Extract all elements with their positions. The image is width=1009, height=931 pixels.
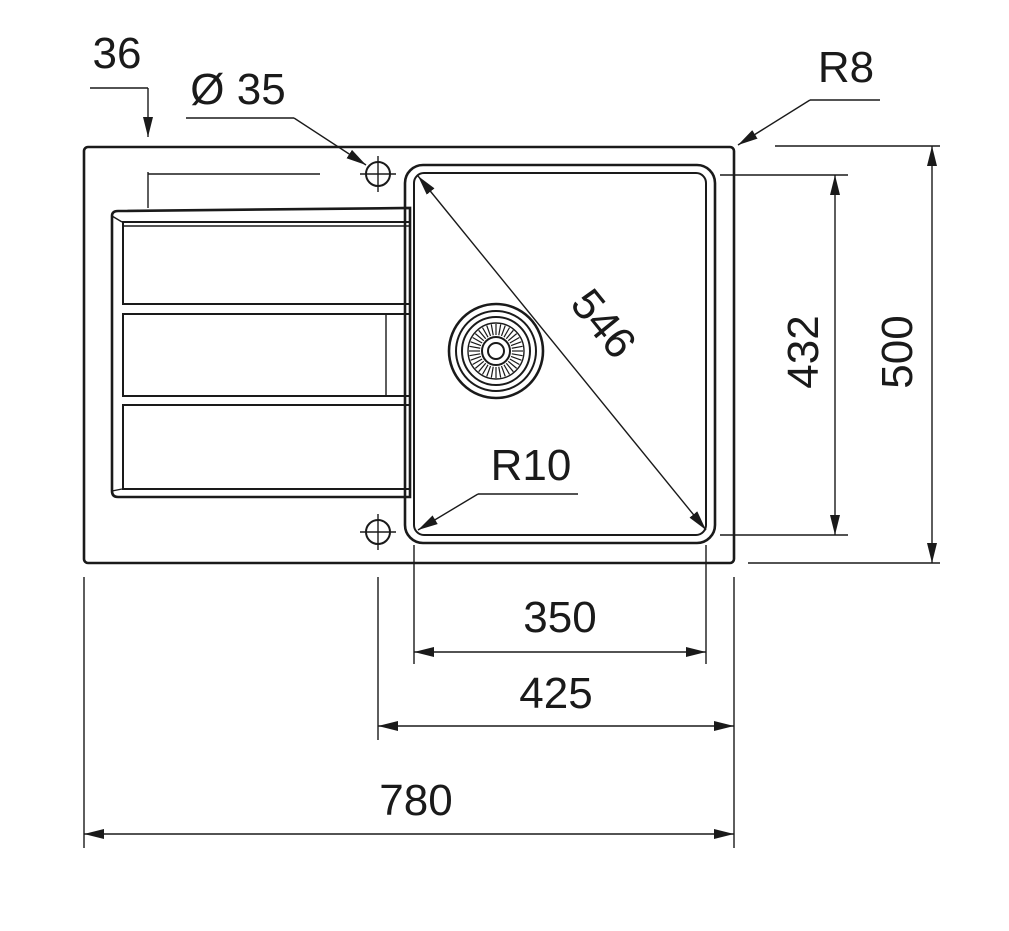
label-overall-depth: 500 <box>873 315 922 388</box>
label-tap-hole-diameter: Ø 35 <box>190 65 285 114</box>
dim-tap-hole <box>186 117 367 166</box>
drain-strainer <box>447 302 545 400</box>
extension-lines <box>83 545 735 848</box>
dim-bowl-depth <box>720 174 848 536</box>
label-bowl-diagonal: 546 <box>561 280 645 368</box>
tap-hole-bottom <box>360 514 396 550</box>
label-drainer-offset: 36 <box>93 29 142 78</box>
label-bowl-width: 350 <box>523 593 596 642</box>
drainer-board <box>110 206 412 499</box>
label-overall-width: 780 <box>379 776 452 825</box>
label-bowl-hole-width: 425 <box>519 669 592 718</box>
dim-drainer-offset <box>90 87 320 208</box>
label-corner-radius: R8 <box>818 43 874 92</box>
dim-corner-radius <box>737 99 880 146</box>
bowl <box>403 163 717 545</box>
dim-overall-depth <box>748 145 940 564</box>
dim-bowl-diagonal <box>417 175 707 531</box>
label-inner-radius: R10 <box>491 441 572 490</box>
label-bowl-depth: 432 <box>779 315 828 388</box>
tap-hole-top <box>360 156 396 192</box>
dim-inner-radius <box>417 493 578 531</box>
sink-outline <box>82 145 736 565</box>
